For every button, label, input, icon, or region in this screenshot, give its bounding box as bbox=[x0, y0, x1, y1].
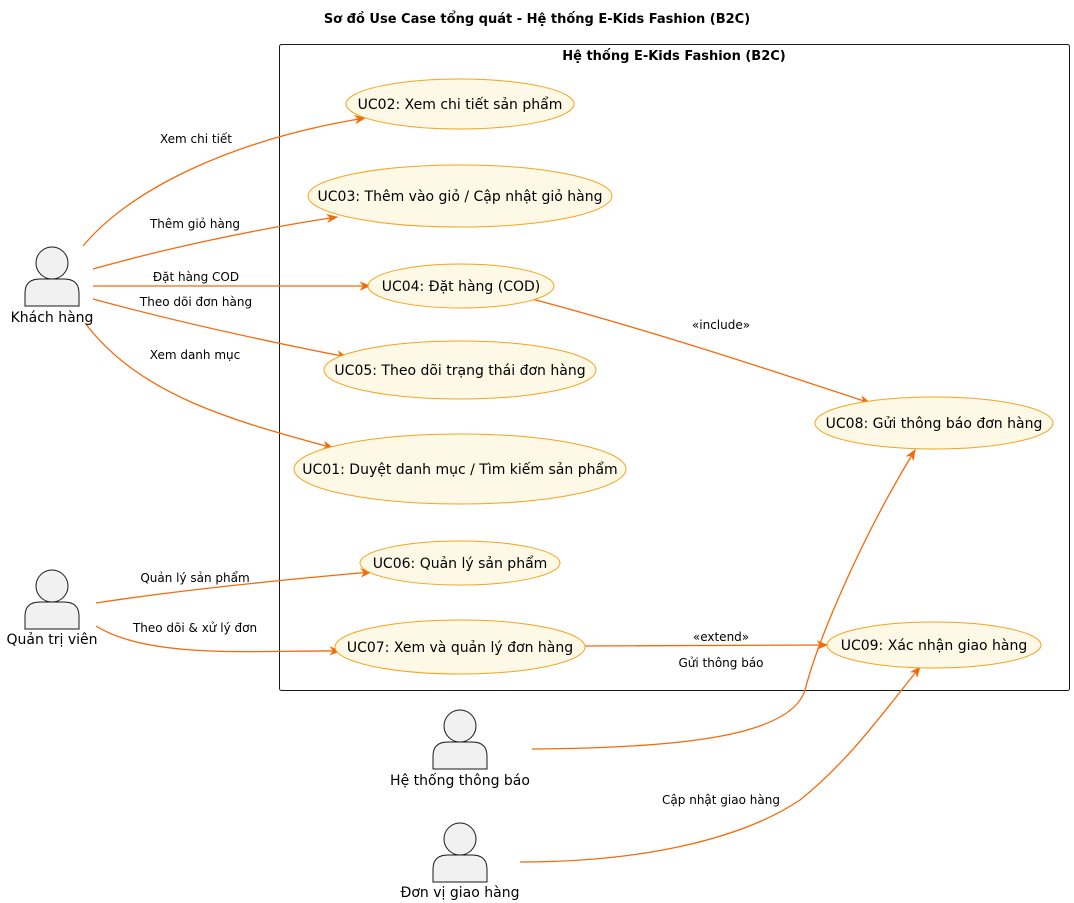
edge-label-extend: «extend» bbox=[693, 630, 749, 644]
use-case-label: UC05: Theo dõi trạng thái đơn hàng bbox=[334, 363, 585, 379]
use-case-label: UC08: Gửi thông báo đơn hàng bbox=[826, 416, 1043, 432]
use-case-label: UC09: Xác nhận giao hàng bbox=[841, 638, 1028, 654]
use-case-uc05[interactable]: UC05: Theo dõi trạng thái đơn hàng bbox=[323, 340, 597, 400]
actor-admin[interactable]: Quản trị viên bbox=[6, 569, 98, 648]
use-case-uc08[interactable]: UC08: Gửi thông báo đơn hàng bbox=[814, 396, 1054, 450]
actor-shipper[interactable]: Đơn vị giao hàng bbox=[401, 822, 520, 901]
edge-customer-uc01 bbox=[84, 322, 335, 450]
actor-label: Hệ thống thông báo bbox=[390, 772, 530, 789]
actor-head-icon bbox=[35, 246, 69, 280]
actor-body-icon bbox=[24, 278, 80, 307]
diagram-title: Sơ đồ Use Case tổng quát - Hệ thống E-Ki… bbox=[324, 11, 750, 27]
edge-admin-uc07 bbox=[95, 625, 342, 656]
edge-label-include: «include» bbox=[692, 318, 750, 332]
edge-label-order-cod: Đặt hàng COD bbox=[153, 270, 239, 284]
actor-customer[interactable]: Khách hàng bbox=[11, 246, 94, 326]
actor-body-icon bbox=[432, 854, 488, 883]
use-case-uc03[interactable]: UC03: Thêm vào giỏ / Cập nhật giỏ hàng bbox=[307, 164, 613, 228]
edge-label-handle-orders: Theo dõi & xử lý đơn bbox=[132, 621, 257, 635]
edge-notifier-uc08 bbox=[531, 449, 916, 750]
actor-label: Quản trị viên bbox=[6, 632, 97, 648]
use-case-uc01[interactable]: UC01: Duyệt danh mục / Tìm kiếm sản phẩm bbox=[293, 433, 627, 505]
actor-head-icon bbox=[443, 709, 477, 743]
use-case-uc04[interactable]: UC04: Đặt hàng (COD) bbox=[367, 263, 555, 309]
edge-customer-uc05 bbox=[92, 298, 349, 360]
edge-label-manage-products: Quản lý sản phẩm bbox=[140, 571, 249, 585]
edge-shipper-uc09 bbox=[519, 666, 921, 863]
actor-label: Khách hàng bbox=[11, 310, 94, 326]
actor-head-icon bbox=[443, 822, 477, 856]
edge-uc04-uc08 bbox=[527, 297, 872, 405]
edge-label-add-to-cart: Thêm giỏ hàng bbox=[149, 217, 240, 231]
actor-body-icon bbox=[432, 741, 488, 770]
use-case-uc09[interactable]: UC09: Xác nhận giao hàng bbox=[826, 621, 1042, 669]
edge-uc07-uc09 bbox=[583, 640, 829, 650]
actor-label: Đơn vị giao hàng bbox=[401, 885, 520, 901]
edge-customer-uc02 bbox=[82, 115, 367, 247]
edge-label-view-detail: Xem chi tiết bbox=[160, 132, 232, 146]
actor-notifier[interactable]: Hệ thống thông báo bbox=[390, 709, 530, 789]
use-case-label: UC07: Xem và quản lý đơn hàng bbox=[347, 640, 573, 656]
edge-labels: Xem chi tiết Thêm giỏ hàng Đặt hàng COD … bbox=[132, 132, 780, 807]
edge-label-send-notification: Gửi thông báo bbox=[678, 656, 763, 670]
use-case-label: UC06: Quản lý sản phẩm bbox=[373, 555, 548, 572]
edge-label-track-order: Theo dõi đơn hàng bbox=[139, 295, 252, 309]
edges bbox=[82, 115, 921, 863]
actor-body-icon bbox=[24, 601, 80, 630]
use-case-uc06[interactable]: UC06: Quản lý sản phẩm bbox=[359, 540, 561, 586]
edge-customer-uc03 bbox=[92, 213, 339, 270]
edge-admin-uc06 bbox=[95, 568, 373, 604]
system-boundary bbox=[279, 44, 1070, 691]
use-case-uc07[interactable]: UC07: Xem và quản lý đơn hàng bbox=[334, 619, 586, 675]
use-case-label: UC01: Duyệt danh mục / Tìm kiếm sản phẩm bbox=[302, 461, 617, 478]
use-case-label: UC04: Đặt hàng (COD) bbox=[382, 279, 541, 295]
edge-label-browse-category: Xem danh mục bbox=[150, 348, 240, 362]
use-case-label: UC03: Thêm vào giỏ / Cập nhật giỏ hàng bbox=[318, 189, 603, 205]
use-case-uc02[interactable]: UC02: Xem chi tiết sản phẩm bbox=[345, 78, 575, 130]
system-boundary-title: Hệ thống E-Kids Fashion (B2C) bbox=[562, 49, 786, 64]
actor-head-icon bbox=[35, 569, 69, 603]
edge-label-update-delivery: Cập nhật giao hàng bbox=[662, 793, 780, 807]
use-case-label: UC02: Xem chi tiết sản phẩm bbox=[358, 96, 563, 113]
